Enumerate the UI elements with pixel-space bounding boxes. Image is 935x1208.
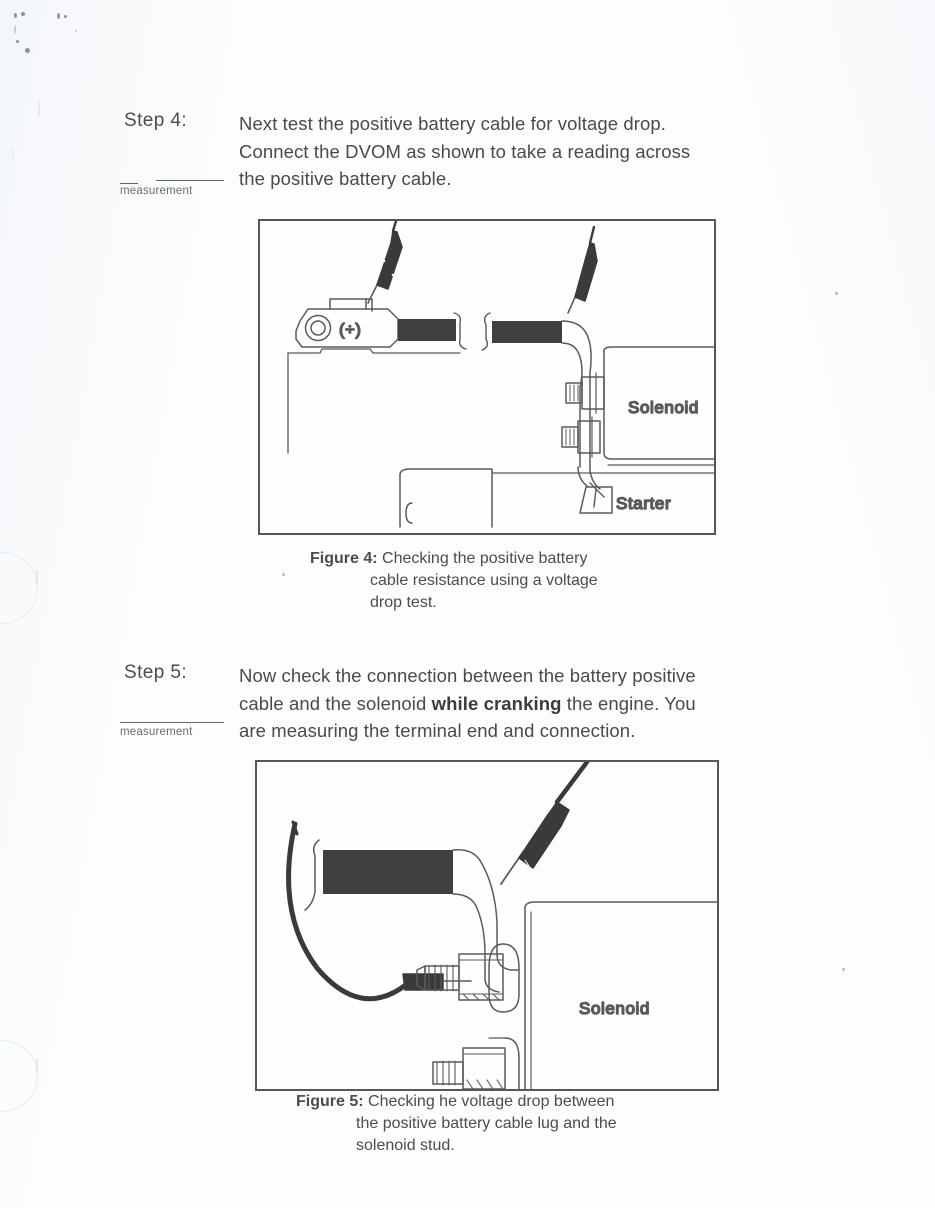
figure-4-drawing: (÷) <box>287 221 714 528</box>
figure-4-caption: Figure 4: Checking the positive battery … <box>310 548 730 614</box>
figure-5-caption: Figure 5: Checking he voltage drop betwe… <box>296 1091 726 1157</box>
step-5-line-2: cable and the solenoid while cranking th… <box>239 690 784 718</box>
figure-4-caption-line-1: Checking the positive battery <box>382 550 588 567</box>
figure-4-number: Figure 4: <box>310 550 378 567</box>
figure-5-caption-line-2: the positive battery cable lug and the <box>356 1115 617 1132</box>
scan-speck <box>16 40 19 43</box>
scan-speck <box>14 13 17 18</box>
step-4-measurement-blank[interactable]: measurement <box>120 180 224 197</box>
step-4-label: Step 4: <box>124 110 188 131</box>
margin-tick <box>38 102 40 116</box>
step-5-line-2-pre: cable and the solenoid <box>239 692 432 714</box>
measurement-rule <box>120 722 224 723</box>
step-4-line-1: Next test the positive battery cable for… <box>239 113 667 134</box>
battery-terminal-polarity-label: (÷) <box>339 320 361 339</box>
hole-punch-mark <box>0 1040 38 1112</box>
scan-speck <box>14 25 16 34</box>
margin-tick <box>36 570 38 583</box>
step-5-bold-phrase: while cranking <box>431 692 562 714</box>
step-5-line-1: Now check the connection between the bat… <box>239 665 696 686</box>
figure-5-caption-line-3: solenoid stud. <box>356 1137 455 1154</box>
margin-tick <box>12 148 14 158</box>
step-5-measurement-blank[interactable]: measurement <box>120 722 224 738</box>
step-4-line-2: Connect the DVOM as shown to take a read… <box>239 140 691 162</box>
scan-speck <box>75 30 77 32</box>
hole-punch-mark <box>0 552 38 624</box>
margin-tick <box>36 1058 38 1071</box>
measurement-caption: measurement <box>120 185 193 197</box>
figure-5-number: Figure 5: <box>296 1093 364 1110</box>
starter-label-fig4: Starter <box>616 494 671 513</box>
step-5-body: Now check the connection between the bat… <box>239 662 784 745</box>
figure-4-caption-line-3: drop test. <box>370 594 437 611</box>
figure-4-caption-line-2: cable resistance using a voltage <box>370 572 598 589</box>
measurement-caption: measurement <box>120 726 193 738</box>
figure-5-frame: Solenoid <box>255 760 719 1091</box>
scan-speck <box>282 573 285 576</box>
step-4-body: Next test the positive battery cable for… <box>239 110 779 193</box>
solenoid-label-fig4: Solenoid <box>628 398 699 417</box>
solenoid-label-fig5: Solenoid <box>579 999 650 1018</box>
scan-speck <box>25 48 30 53</box>
step-5-label: Step 5: <box>124 662 188 683</box>
figure-5-drawing: Solenoid <box>286 762 717 1089</box>
scan-speck <box>842 968 845 971</box>
scan-speck <box>21 12 25 16</box>
figure-5-caption-line-1: Checking he voltage drop between <box>368 1093 615 1110</box>
step-5-line-2-post: the engine. You <box>561 692 696 714</box>
scan-speck <box>835 292 838 295</box>
measurement-rule <box>120 180 224 184</box>
step-5-line-3: are measuring the terminal end and conne… <box>239 720 636 741</box>
step-4-line-3: the positive battery cable. <box>239 168 452 189</box>
figure-4-frame: (÷) <box>258 219 716 535</box>
scan-speck <box>64 15 67 18</box>
scan-speck <box>57 13 60 19</box>
